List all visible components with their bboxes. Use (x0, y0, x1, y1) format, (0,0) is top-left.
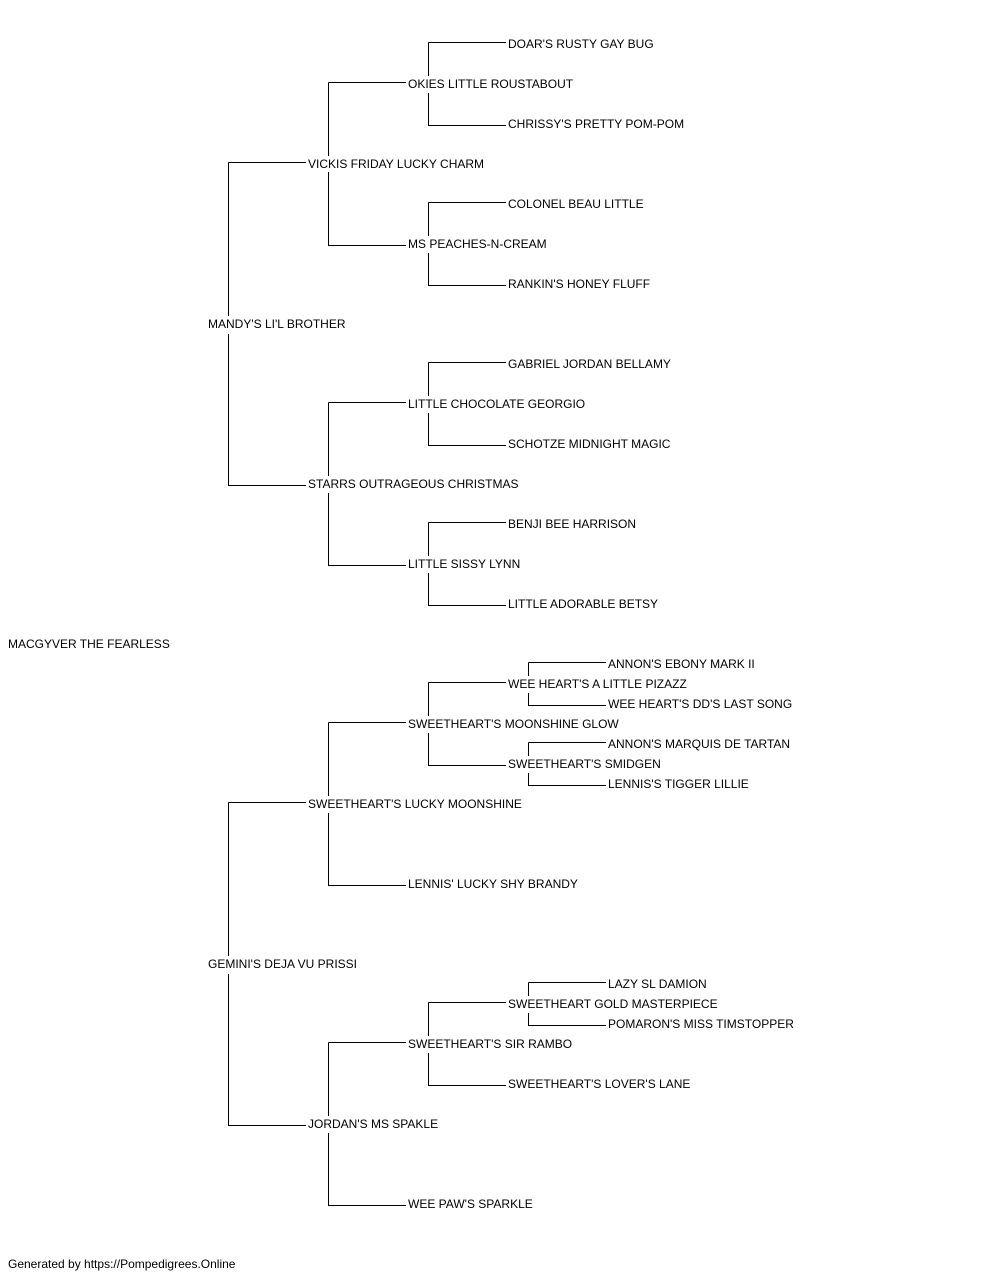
ancestor-little-adorable-betsy: LITTLE ADORABLE BETSY (508, 597, 659, 611)
connector-okies-little-roustabout (428, 42, 506, 126)
dam-dam-dam-name: WEE PAW'S SPARKLE (408, 1197, 533, 1211)
ancestor-annons-marquis-de-tartan: ANNON'S MARQUIS DE TARTAN (608, 737, 791, 751)
ancestor-pomarons-miss-timstopper: POMARON'S MISS TIMSTOPPER (608, 1017, 794, 1031)
connector-little-sissy-lynn (428, 522, 506, 606)
connector-starrs-outrageous-christmas (328, 402, 406, 566)
connector-mandys-lil-brother (228, 162, 306, 486)
ancestor-lenniss-tigger-lillie: LENNIS'S TIGGER LILLIE (608, 777, 749, 791)
ancestor-schotze-midnight-magic: SCHOTZE MIDNIGHT MAGIC (508, 437, 671, 451)
dam-sire-dam-name: LENNIS' LUCKY SHY BRANDY (408, 877, 578, 891)
connector-sweethearts-lucky-moonshine (328, 722, 406, 886)
ancestor-doars-rusty-gay-bug: DOAR'S RUSTY GAY BUG (508, 37, 654, 51)
ancestor-chrissys-pretty-pom-pom: CHRISSY'S PRETTY POM-POM (508, 117, 685, 131)
connector-sweetheart-gold-masterpiece (528, 982, 606, 1026)
ancestor-annons-ebony-mark-ii: ANNON'S EBONY MARK II (608, 657, 755, 671)
sire-sire-sire-name: OKIES LITTLE ROUSTABOUT (408, 77, 574, 91)
ancestor-lazy-sl-damion: LAZY SL DAMION (608, 977, 707, 991)
sire-dam-name: STARRS OUTRAGEOUS CHRISTMAS (308, 477, 519, 491)
ancestor-gabriel-jordan-bellamy: GABRIEL JORDAN BELLAMY (508, 357, 671, 371)
connector-wee-hearts-a-little-pizazz (528, 662, 606, 706)
ancestor-wee-hearts-a-little-pizazz: WEE HEART'S A LITTLE PIZAZZ (508, 677, 687, 691)
subject-name: MACGYVER THE FEARLESS (8, 637, 170, 651)
connector-sweethearts-moonshine-glow (428, 682, 506, 766)
dam-dam-sire-name: SWEETHEART'S SIR RAMBO (408, 1037, 573, 1051)
dam-name: GEMINI'S DEJA VU PRISSI (208, 957, 357, 971)
sire-dam-sire-name: LITTLE CHOCOLATE GEORGIO (408, 397, 586, 411)
sire-name: MANDY'S LI'L BROTHER (208, 317, 346, 331)
connector-sweethearts-smidgen (528, 742, 606, 786)
ancestor-sweetheart-gold-masterpiece: SWEETHEART GOLD MASTERPIECE (508, 997, 718, 1011)
ancestor-colonel-beau-little: COLONEL BEAU LITTLE (508, 197, 644, 211)
connector-sweethearts-sir-rambo (428, 1002, 506, 1086)
connector-geminis-deja-vu-prissi (228, 802, 306, 1126)
sire-sire-dam-name: MS PEACHES-N-CREAM (408, 237, 547, 251)
sire-dam-dam-name: LITTLE SISSY LYNN (408, 557, 521, 571)
generated-by-footer: Generated by https://Pompedigrees.Online (8, 1257, 236, 1271)
connector-ms-peaches-n-cream (428, 202, 506, 286)
connector-jordans-ms-spakle (328, 1042, 406, 1206)
dam-dam-name: JORDAN'S MS SPAKLE (308, 1117, 439, 1131)
ancestor-sweethearts-smidgen: SWEETHEART'S SMIDGEN (508, 757, 661, 771)
ancestor-wee-hearts-dds-last-song: WEE HEART'S DD'S LAST SONG (608, 697, 793, 711)
dam-sire-name: SWEETHEART'S LUCKY MOONSHINE (308, 797, 522, 811)
connector-little-chocolate-georgio (428, 362, 506, 446)
sire-sire-name: VICKIS FRIDAY LUCKY CHARM (308, 157, 485, 171)
ancestor-benji-bee-harrison: BENJI BEE HARRISON (508, 517, 637, 531)
ancestor-sweethearts-lovers-lane: SWEETHEART'S LOVER'S LANE (508, 1077, 691, 1091)
dam-sire-sire-name: SWEETHEART'S MOONSHINE GLOW (408, 717, 619, 731)
ancestor-rankins-honey-fluff: RANKIN'S HONEY FLUFF (508, 277, 651, 291)
connector-vickis-friday-lucky-charm (328, 82, 406, 246)
